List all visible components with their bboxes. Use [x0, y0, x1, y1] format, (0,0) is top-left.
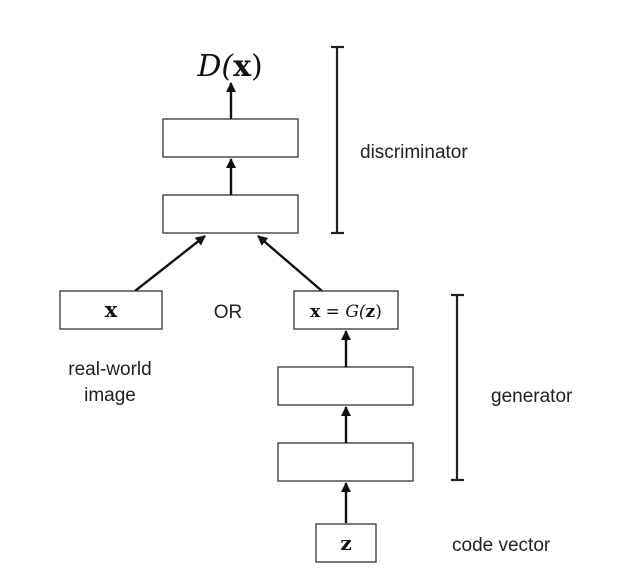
generated-arg: z: [366, 302, 376, 322]
generated-eq: = G(: [320, 302, 366, 322]
generated-close: ): [375, 302, 382, 322]
arrow-fake-to-discriminator: [257, 235, 323, 292]
discriminator-bottom-layer: [162, 194, 299, 234]
real-world-label-line2: image: [84, 385, 136, 406]
real-world-label-line1: real-world: [68, 359, 151, 380]
output-var: x: [233, 49, 252, 84]
discriminator-bracket: [331, 45, 344, 235]
generated-sample-expr: x = G(z): [310, 302, 382, 322]
discriminator-top-layer: [162, 118, 299, 158]
code-vector-var: z: [340, 531, 351, 555]
generated-sample-box: [293, 290, 399, 330]
generator-bottom-layer: [277, 442, 414, 482]
discriminator-label: discriminator: [360, 142, 468, 163]
generated-lhs: x: [310, 302, 321, 322]
output-func: D(: [196, 49, 234, 84]
real-image-box: [59, 290, 163, 330]
arrow-real-to-discriminator: [134, 235, 206, 292]
or-label: OR: [214, 302, 243, 323]
generator-top-layer: [277, 366, 414, 406]
output-close: ): [251, 49, 263, 84]
generator-label: generator: [491, 386, 573, 407]
real-image-var: x: [105, 297, 118, 322]
code-vector-box: [315, 523, 377, 563]
generator-bracket: [451, 293, 464, 482]
discriminator-output-label: D(x): [196, 49, 262, 84]
code-vector-label: code vector: [452, 535, 551, 556]
